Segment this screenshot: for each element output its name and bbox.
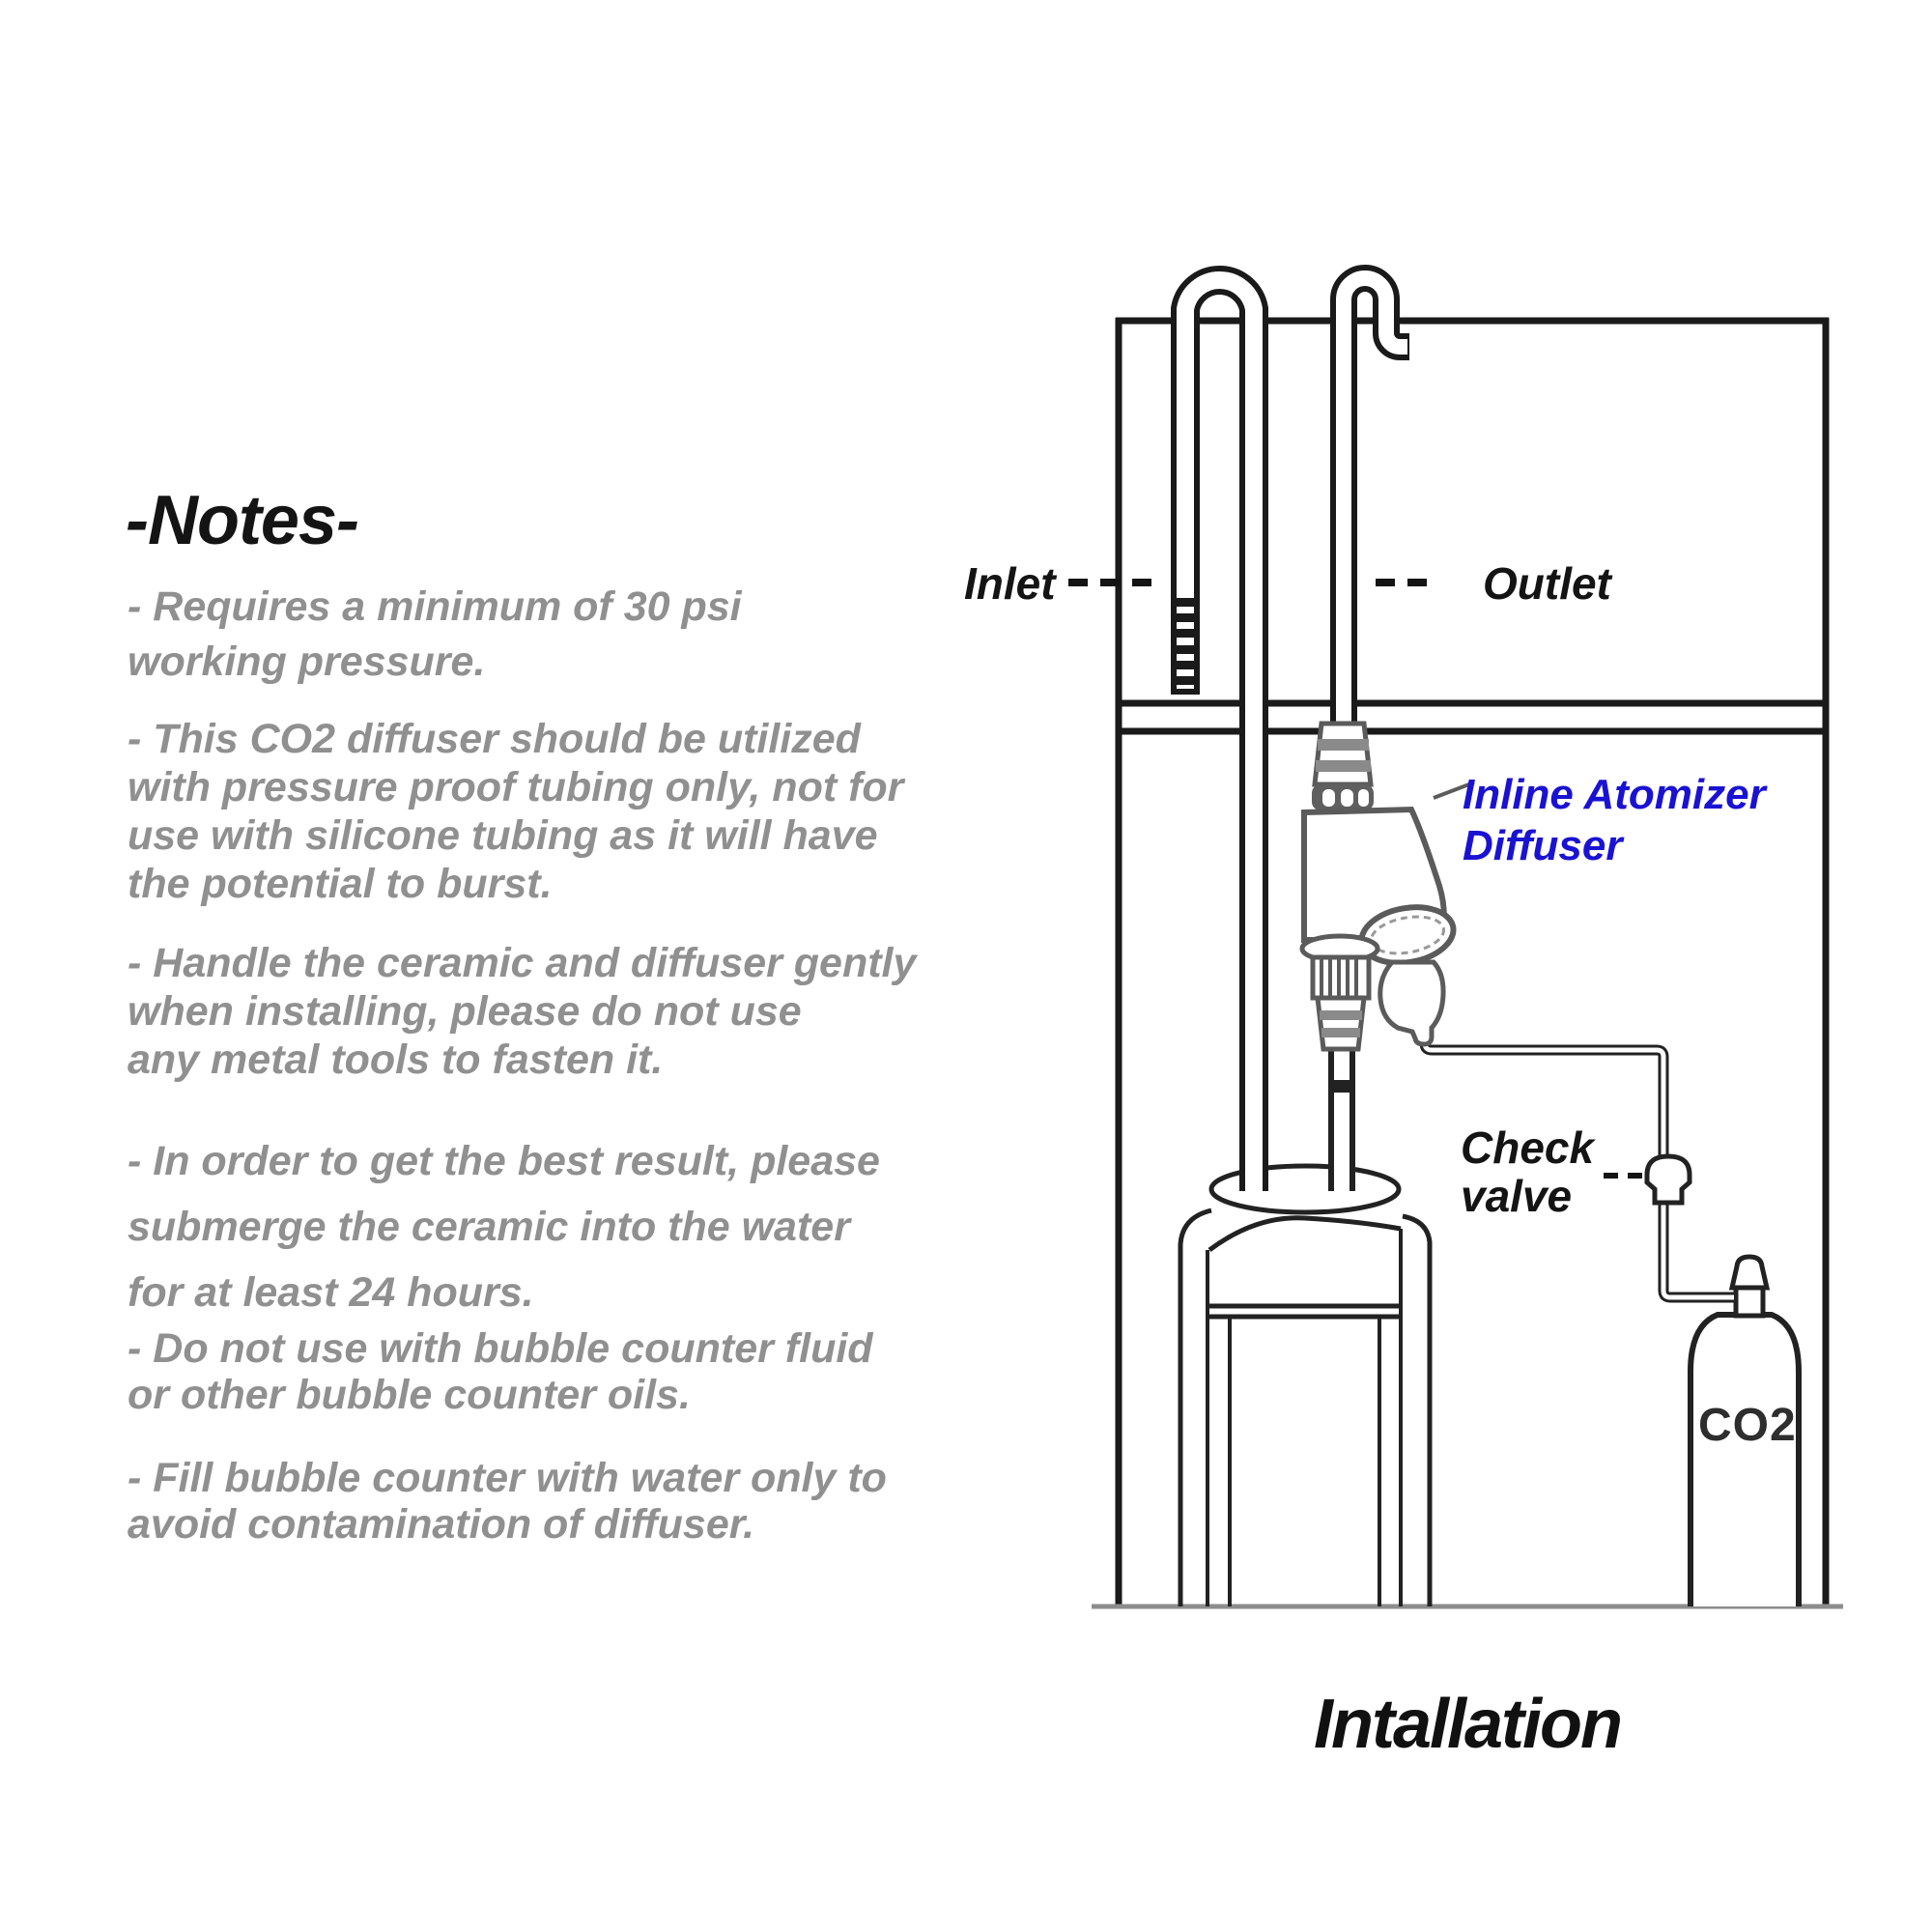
- installation-title: Intallation: [1314, 1686, 1623, 1763]
- note-paragraph-counter-fluid: - Do not use with bubble counter fluid o…: [128, 1325, 873, 1418]
- inline-atomizer-diffuser-icon: [1299, 721, 1475, 1052]
- canister-filter-icon: [1178, 1163, 1433, 1606]
- notes-heading: -Notes-: [126, 482, 359, 559]
- check-valve-label: Check valve: [1461, 1122, 1595, 1221]
- inlet-pipe-icon: [1171, 266, 1268, 1191]
- strainer-stripes: [1171, 598, 1200, 695]
- inlet-label: Inlet: [964, 558, 1056, 609]
- co2-cylinder-label: CO2: [1698, 1400, 1797, 1451]
- check-valve-icon: [1644, 1153, 1692, 1206]
- co2-cylinder-icon: [1688, 1254, 1802, 1606]
- note-paragraph-handling: - Handle the ceramic and diffuser gently…: [128, 940, 917, 1083]
- inline-atomizer-diffuser-label: Inline Atomizer Diffuser: [1463, 771, 1766, 869]
- note-paragraph-submerge: - In order to get the best result, pleas…: [128, 1138, 880, 1316]
- note-paragraph-tubing: - This CO2 diffuser should be utilized w…: [128, 716, 904, 907]
- tank-outline: [1092, 317, 1843, 1609]
- note-paragraph-pressure: - Requires a minimum of 30 psi working p…: [128, 583, 742, 685]
- note-paragraph-fill-water: - Fill bubble counter with water only to…: [128, 1455, 887, 1548]
- outlet-label: Outlet: [1483, 558, 1611, 609]
- leader-dashes: [1068, 579, 1644, 1179]
- outlet-pipe-icon: [1328, 265, 1409, 1191]
